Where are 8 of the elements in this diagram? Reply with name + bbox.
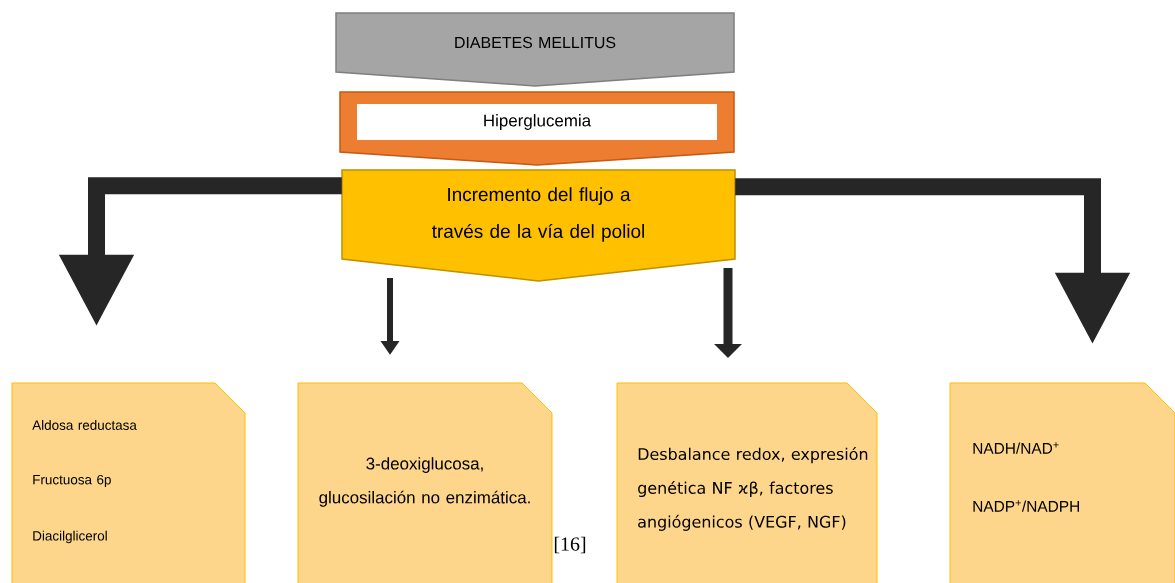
note-box: Desbalance redox, expresión genética NF ϰβ, factores angiógenicos (VEGF, NGF) xyxy=(616,382,878,583)
citation-label: [16] xyxy=(554,536,586,554)
chevron-box: DIABETES MELLITUS xyxy=(335,12,735,87)
chevron-box: Hiperglucemia xyxy=(339,91,735,166)
note-box: Aldosa reductasa Fructuosa 6p Diacilglicerol xyxy=(11,382,246,583)
chevron-box: Incremento del flujo a través de la vía del poliol xyxy=(341,169,736,282)
note-box: NADH/NAD$^{+}$ NADP$^{+}$/NADPH xyxy=(949,382,1175,583)
note-box: 3-deoxiglucosa, glucosilación no enzimática. xyxy=(297,382,553,583)
